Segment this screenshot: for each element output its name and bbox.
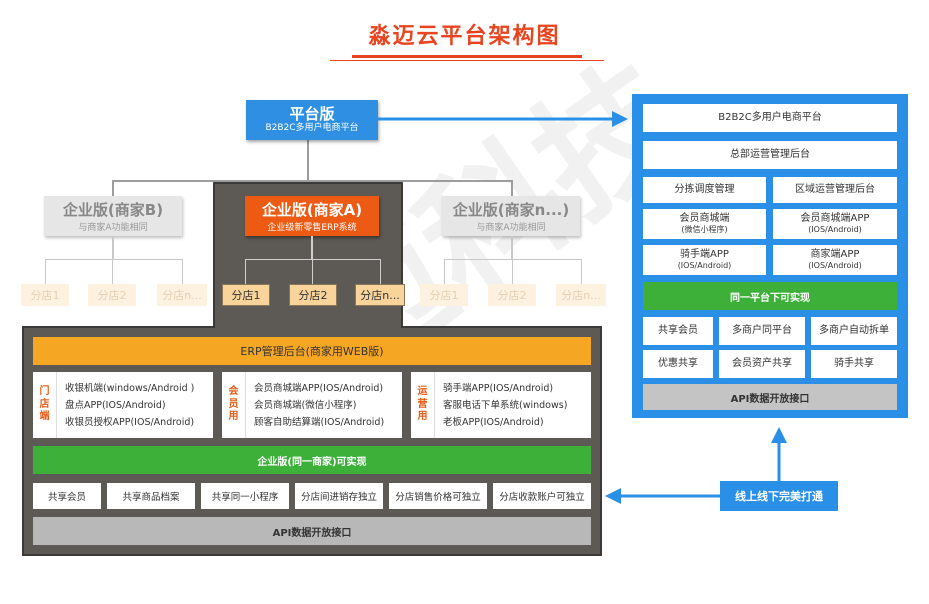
list-item: 会员商城端(微信小程序) xyxy=(254,399,357,411)
store-n-2: 分店2 xyxy=(488,284,536,306)
group-operation-label: 运营用 xyxy=(411,372,435,438)
group-store: 门店端 收银机端(windows/Android ) 盘点APP(IOS/And… xyxy=(33,372,213,438)
group-operation: 运营用 骑手端APP(IOS/Android) 客服电话下单系统(windows… xyxy=(411,372,591,438)
right-feature: 多商户自动拆单 xyxy=(811,317,897,345)
list-item: 骑手端APP(IOS/Android) xyxy=(443,382,554,394)
feature-cell: 分店销售价格可独立 xyxy=(389,483,487,509)
group-store-label: 门店端 xyxy=(33,372,57,438)
right-mall-app: 会员商城端APP(IOS/Android) xyxy=(773,209,897,239)
right-rider: 骑手端APP(IOS/Android) xyxy=(643,245,766,275)
group-member-label: 会员用 xyxy=(222,372,246,438)
feature-cell: 共享会员 xyxy=(33,483,101,509)
list-item: 顾客自助结算端(IOS/Android) xyxy=(254,416,385,428)
store-n-1: 分店1 xyxy=(420,284,468,306)
title-underline xyxy=(352,55,582,58)
store-n-n: 分店n... xyxy=(556,284,606,306)
enterprise-b-box[interactable]: 企业版(商家B) 与商家A功能相同 xyxy=(44,196,182,236)
enterprise-green-bar: 企业版(同一商家)可实现 xyxy=(33,446,591,474)
right-region: 区域运营管理后台 xyxy=(773,177,897,203)
list-item: 收银机端(windows/Android ) xyxy=(65,382,195,394)
platform-box[interactable]: 平台版 B2B2C多用户电商平台 xyxy=(246,100,378,140)
store-a-n[interactable]: 分店n... xyxy=(355,284,405,306)
right-mall-mini: 会员商城端(微信小程序) xyxy=(643,209,766,239)
right-hq: 总部运营管理后台 xyxy=(643,141,897,169)
store-b-n: 分店n... xyxy=(157,284,207,306)
online-offline-button[interactable]: 线上线下完美打通 xyxy=(720,481,838,511)
right-green-bar: 同一平台下可实现 xyxy=(643,282,897,310)
list-item: 会员商城端APP(IOS/Android) xyxy=(254,382,384,394)
list-item: 盘点APP(IOS/Android) xyxy=(65,399,166,411)
title-underline-thin xyxy=(330,60,604,61)
erp-api-bar: API数据开放接口 xyxy=(33,517,591,545)
platform-label: 平台版 xyxy=(289,105,335,124)
platform-sub: B2B2C多用户电商平台 xyxy=(265,123,359,134)
enterprise-n-label: 企业版(商家n...) xyxy=(452,201,570,219)
right-feature: 优惠共享 xyxy=(643,350,713,378)
right-feature: 共享会员 xyxy=(643,317,713,345)
connector xyxy=(112,180,512,182)
feature-cell: 共享同一小程序 xyxy=(201,483,289,509)
right-api-bar: API数据开放接口 xyxy=(643,384,897,410)
arrow-head-icon xyxy=(771,427,787,443)
group-member: 会员用 会员商城端APP(IOS/Android) 会员商城端(微信小程序) 顾… xyxy=(222,372,402,438)
feature-cell: 共享商品档案 xyxy=(107,483,195,509)
page-title: 淼迈云平台架构图 xyxy=(368,24,561,49)
list-item: 老板APP(IOS/Android) xyxy=(443,416,544,428)
connector xyxy=(307,140,309,182)
connector xyxy=(511,180,513,196)
store-b-1: 分店1 xyxy=(21,284,69,306)
list-item: 客服电话下单系统(windows) xyxy=(443,399,568,411)
feature-cell: 分店收款账户可独立 xyxy=(493,483,591,509)
connector xyxy=(112,180,114,196)
right-feature: 多商户同平台 xyxy=(719,317,805,345)
enterprise-b-sub: 与商家A功能相同 xyxy=(78,223,148,233)
store-b-2: 分店2 xyxy=(88,284,136,306)
feature-cell: 分店间进销存独立 xyxy=(295,483,383,509)
arrow-head-icon xyxy=(605,488,621,504)
right-sort: 分拣调度管理 xyxy=(643,177,766,203)
enterprise-a-label: 企业版(商家A) xyxy=(261,201,363,219)
arrow-head-icon xyxy=(612,111,628,127)
right-merchant: 商家端APP(IOS/Android) xyxy=(773,245,897,275)
enterprise-n-box[interactable]: 企业版(商家n...) 与商家A功能相同 xyxy=(442,196,580,236)
enterprise-a-box[interactable]: 企业版(商家A) 企业级新零售ERP系统 xyxy=(245,196,379,236)
right-top: B2B2C多用户电商平台 xyxy=(643,104,897,132)
list-item: 收银员授权APP(IOS/Android) xyxy=(65,416,195,428)
right-feature: 骑手共享 xyxy=(811,350,897,378)
enterprise-n-sub: 与商家A功能相同 xyxy=(476,223,546,233)
erp-header: ERP管理后台(商家用WEB版) xyxy=(33,337,591,365)
enterprise-b-label: 企业版(商家B) xyxy=(62,201,164,219)
right-feature: 会员资产共享 xyxy=(719,350,805,378)
store-a-2[interactable]: 分店2 xyxy=(289,284,337,306)
store-a-1[interactable]: 分店1 xyxy=(222,284,270,306)
enterprise-a-sub: 企业级新零售ERP系统 xyxy=(267,223,357,233)
